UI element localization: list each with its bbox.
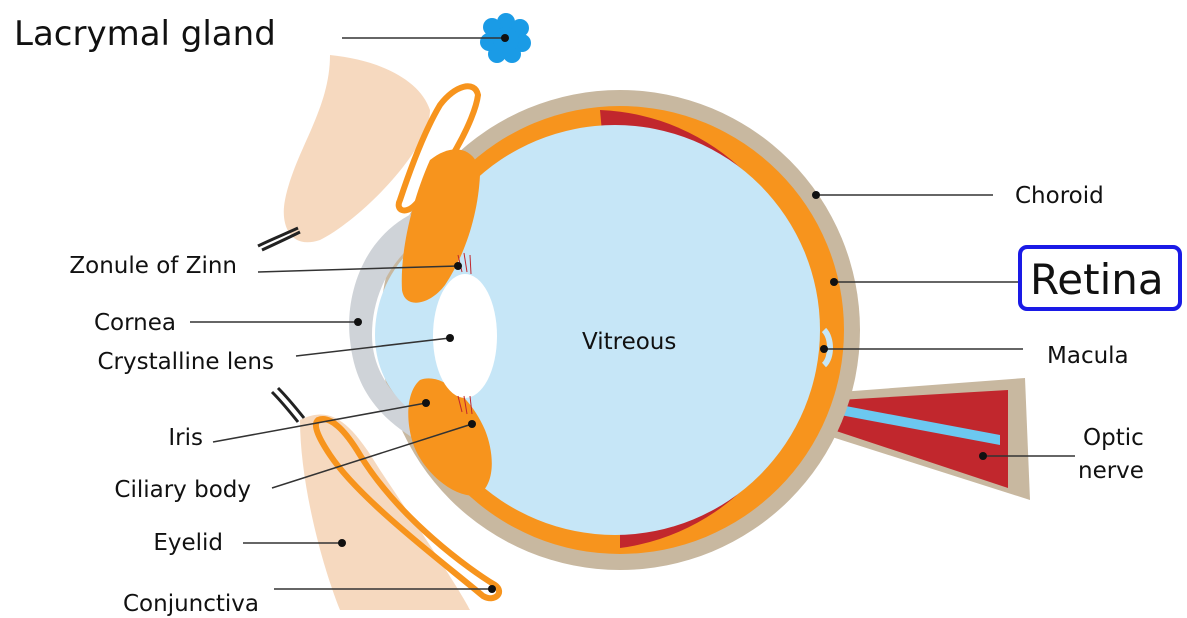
label-optic-line2: nerve	[1078, 457, 1144, 485]
label-conjunctiva: Conjunctiva	[123, 590, 259, 618]
dot-cornea	[354, 318, 362, 326]
dot-eyelid	[338, 539, 346, 547]
lower-eyelash	[272, 388, 304, 422]
label-lacrymal-gland: Lacrymal gland	[14, 14, 276, 54]
label-ciliary-body: Ciliary body	[114, 476, 251, 504]
label-crystalline-lens: Crystalline lens	[97, 348, 274, 376]
upper-eyelash	[258, 228, 300, 250]
label-retina: Retina	[1030, 255, 1164, 305]
label-zonule-of-zinn: Zonule of Zinn	[69, 252, 237, 280]
dot-optic	[979, 452, 987, 460]
label-choroid: Choroid	[1015, 182, 1104, 210]
crystalline-lens	[433, 274, 497, 398]
dot-choroid	[812, 191, 820, 199]
label-iris: Iris	[168, 424, 203, 452]
label-optic-line1: Optic	[1083, 424, 1144, 452]
label-eyelid: Eyelid	[153, 529, 223, 557]
dot-zonule	[454, 262, 462, 270]
dot-ciliary	[468, 420, 476, 428]
dot-lacrymal	[501, 34, 509, 42]
dot-lens	[446, 334, 454, 342]
dot-iris	[422, 399, 430, 407]
label-macula: Macula	[1047, 342, 1129, 370]
dot-conjunctiva	[488, 585, 496, 593]
label-vitreous: Vitreous	[582, 328, 676, 356]
dot-retina	[830, 278, 838, 286]
upper-eyelid	[284, 55, 430, 242]
dot-macula	[820, 345, 828, 353]
label-cornea: Cornea	[94, 309, 176, 337]
